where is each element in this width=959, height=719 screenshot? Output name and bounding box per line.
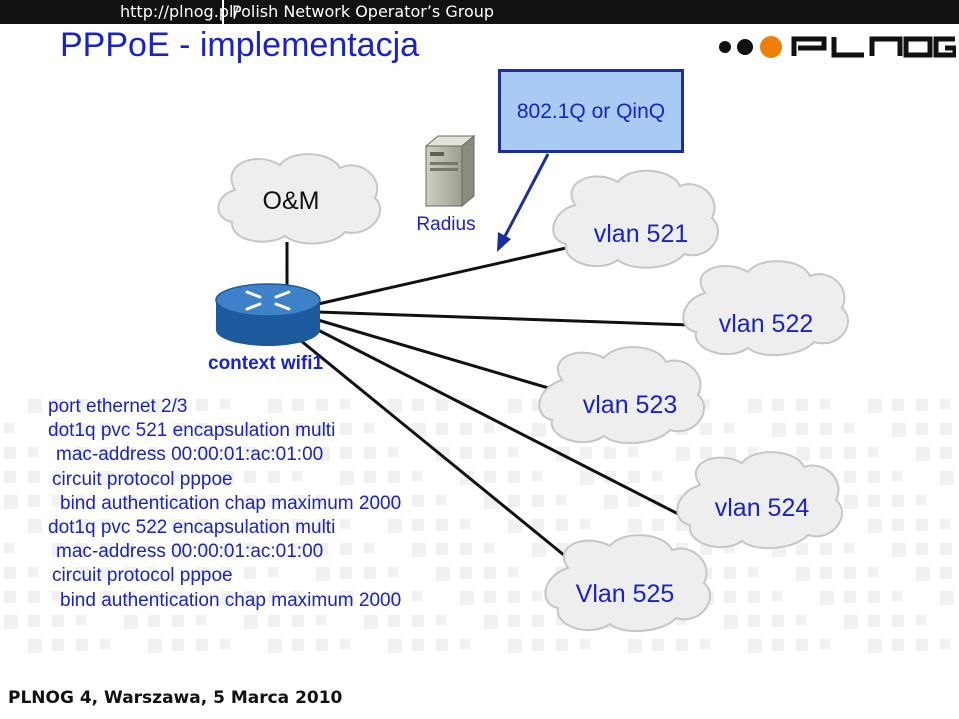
callout-text: 802.1Q or QinQ xyxy=(516,100,666,123)
connection-lines xyxy=(285,242,691,562)
vlan-523-label: vlan 523 xyxy=(583,391,678,419)
radius-label: Radius xyxy=(416,214,475,235)
link-vlan523 xyxy=(317,318,563,394)
callout-arrow-line xyxy=(501,153,550,241)
vlan-524-label: vlan 524 xyxy=(715,494,810,522)
clouds xyxy=(217,153,849,633)
config-line: mac-address 00:00:01:ac:01:00 xyxy=(56,444,324,466)
header-separator xyxy=(222,0,224,24)
callout-arrow-head xyxy=(497,232,511,252)
vlan-521-label: vlan 521 xyxy=(594,220,689,248)
config-line: bind authentication chap maximum 2000 xyxy=(60,492,402,514)
logo-wordmark xyxy=(791,36,956,58)
config-block: port ethernet 2/3 dot1q pvc 521 encapsul… xyxy=(48,395,401,613)
logo-dot-small xyxy=(719,41,731,53)
link-vlan522 xyxy=(317,310,691,327)
config-line: bind authentication chap maximum 2000 xyxy=(60,589,402,611)
slide-title: PPPoE - implementacja xyxy=(60,26,420,64)
router-icon xyxy=(215,283,321,346)
cloud-om xyxy=(217,153,382,245)
header-org: Polish Network Operator’s Group xyxy=(232,2,495,21)
header-url[interactable]: http://plnog.pl/ xyxy=(120,2,239,21)
radius-server-icon xyxy=(424,134,476,208)
plnog-logo xyxy=(719,36,956,58)
config-line: port ethernet 2/3 xyxy=(48,396,188,417)
cloud-vlan522 xyxy=(682,260,849,357)
cloud-vlan524 xyxy=(676,451,843,550)
context-label: context wifi1 xyxy=(208,353,324,374)
cloud-vlan523 xyxy=(538,346,705,445)
logo-dot-medium xyxy=(737,39,753,55)
link-vlan525 xyxy=(299,338,571,562)
config-line: circuit protocol pppoe xyxy=(52,468,233,490)
config-line: mac-address 00:00:01:ac:01:00 xyxy=(56,541,324,563)
cloud-vlan525 xyxy=(544,534,711,633)
link-vlan521 xyxy=(317,246,567,306)
om-label: O&M xyxy=(263,187,320,215)
config-line: circuit protocol pppoe xyxy=(52,565,233,587)
background-dot-pattern xyxy=(4,399,954,653)
footer-text: PLNOG 4, Warszawa, 5 Marca 2010 xyxy=(8,688,343,708)
header-bar: http://plnog.pl/ Polish Network Operator… xyxy=(0,0,959,24)
vlan-525-label: Vlan 525 xyxy=(576,580,675,608)
config-line: dot1q pvc 522 encapsulation multi xyxy=(48,517,336,539)
link-vlan524 xyxy=(317,328,691,522)
logo-dot-orange xyxy=(760,36,782,58)
cloud-vlan521 xyxy=(552,169,719,269)
vlan-522-label: vlan 522 xyxy=(719,310,814,338)
config-line: dot1q pvc 521 encapsulation multi xyxy=(48,420,336,442)
encapsulation-callout: 802.1Q or QinQ xyxy=(498,69,684,153)
